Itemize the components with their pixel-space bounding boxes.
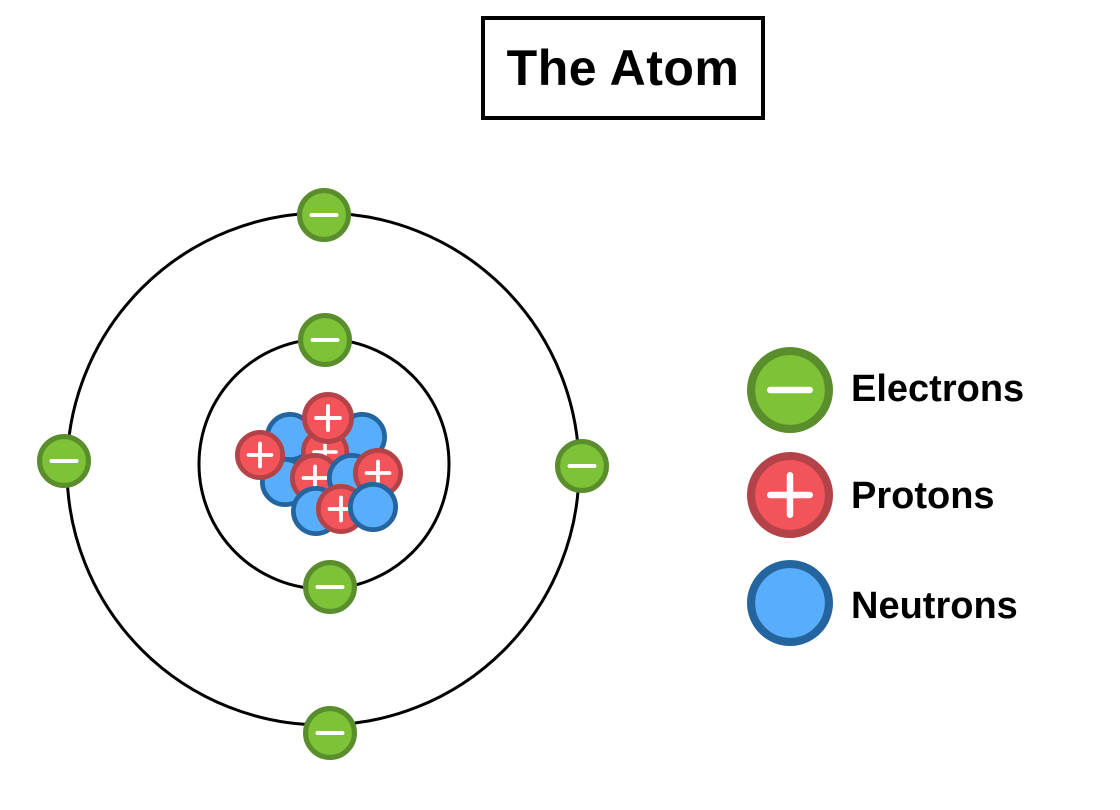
legend-label-protons: Protons: [851, 475, 995, 517]
neutron-body: [747, 560, 834, 647]
electron-5: [555, 439, 610, 494]
nucleus-proton-7: [235, 430, 285, 480]
electrons: [37, 188, 610, 761]
legend-neutron-icon: [747, 560, 834, 647]
electron-2: [303, 560, 358, 615]
legend-icons: [747, 346, 834, 647]
legend-label-neutrons: Neutrons: [851, 585, 1018, 627]
electron-1: [298, 313, 353, 368]
legend-label-electrons: Electrons: [851, 368, 1025, 410]
electron-4: [37, 434, 92, 489]
nucleus-proton-8: [302, 392, 355, 445]
nucleus-neutron-11: [348, 482, 398, 532]
nucleus: [235, 392, 403, 536]
electron-3: [297, 188, 352, 243]
page-title: The Atom: [506, 40, 740, 96]
title-box: The Atom: [481, 16, 765, 120]
legend-electron-icon: [747, 346, 834, 433]
neutron-body: [348, 482, 398, 532]
electron-6: [303, 706, 358, 761]
legend-proton-icon: [747, 451, 834, 538]
